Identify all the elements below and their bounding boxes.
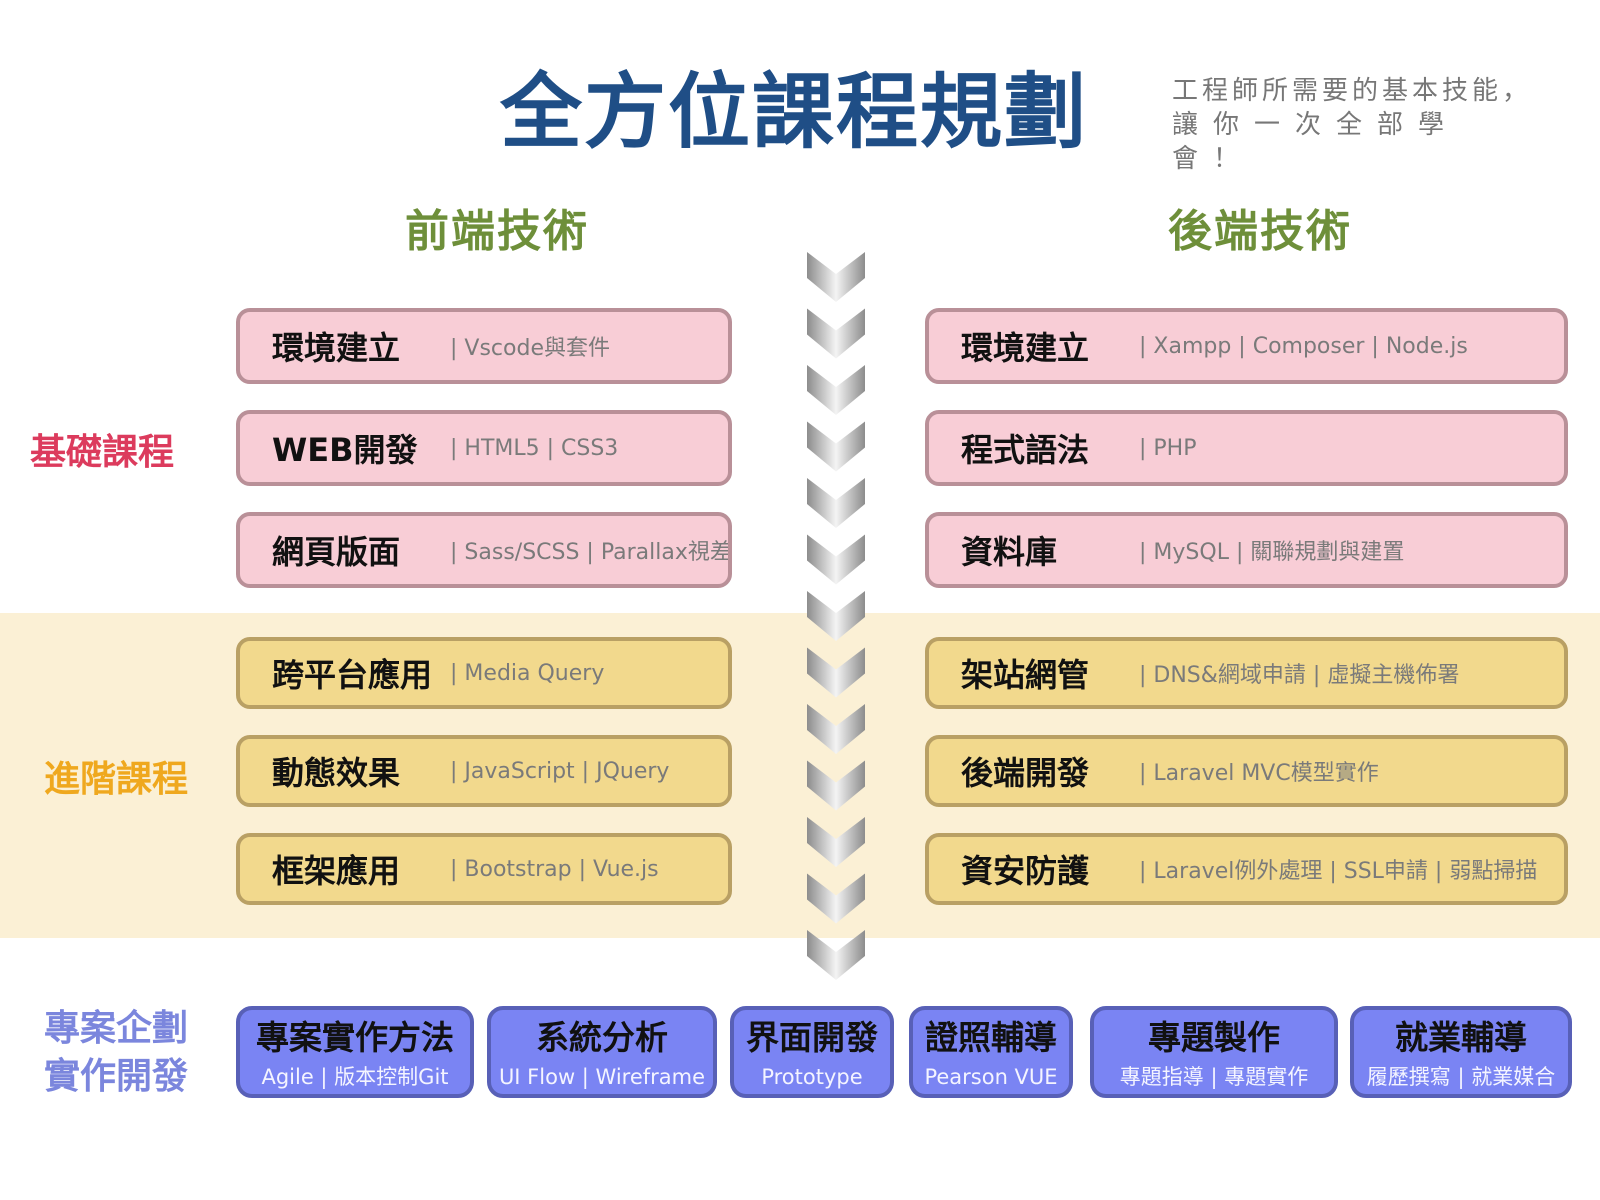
project-card-detail: UI Flow | Wireframe: [498, 1065, 706, 1089]
project-label: 專案企劃 實作開發: [44, 1005, 188, 1101]
course-name: 資安防護: [961, 852, 1090, 890]
chevron-down-icon: [807, 534, 865, 585]
course-detail: | DNS&網域申請 | 虛擬主機佈署: [1139, 663, 1460, 688]
project-card: 界面開發 Prototype: [730, 1006, 894, 1098]
subtitle-line-2: 讓你一次全部學會！: [1172, 110, 1460, 174]
backend-basic-card: 環境建立 | Xampp | Composer | Node.js: [925, 308, 1568, 384]
frontend-advanced-card: 動態效果 | JavaScript | JQuery: [236, 735, 732, 807]
frontend-heading: 前端技術: [405, 206, 589, 257]
project-card: 證照輔導 Pearson VUE: [909, 1006, 1073, 1098]
chevron-down-icon: [807, 817, 865, 867]
frontend-basic-card: 網頁版面 | Sass/SCSS | Parallax視差: [236, 512, 732, 588]
course-detail: | Sass/SCSS | Parallax視差: [450, 540, 732, 565]
course-name: 後端開發: [961, 754, 1090, 792]
backend-basic-card: 資料庫 | MySQL | 關聯規劃與建置: [925, 512, 1568, 588]
project-card: 專題製作 專題指導 | 專題實作: [1090, 1006, 1338, 1098]
chevron-down-icon: [807, 873, 865, 924]
chevron-down-icon: [807, 308, 865, 359]
course-name: 網頁版面: [272, 533, 401, 571]
page-title: 全方位課程規劃: [500, 64, 1089, 160]
backend-basic-card: 程式語法 | PHP: [925, 410, 1568, 486]
course-detail: | Laravel MVC模型實作: [1139, 761, 1379, 786]
project-card: 專案實作方法 Agile | 版本控制Git: [236, 1006, 474, 1098]
frontend-basic-card: 環境建立 | Vscode與套件: [236, 308, 732, 384]
chevron-down-icon: [807, 591, 865, 641]
course-detail: | Vscode與套件: [450, 336, 610, 361]
project-card-detail: Prototype: [761, 1065, 863, 1089]
course-name: 程式語法: [961, 431, 1090, 469]
chevron-down-icon: [807, 760, 865, 811]
backend-advanced-card: 架站網管 | DNS&網域申請 | 虛擬主機佈署: [925, 637, 1568, 709]
course-name: 環境建立: [961, 329, 1090, 367]
backend-advanced-card: 資安防護 | Laravel例外處理 | SSL申請 | 弱點掃描: [925, 833, 1568, 905]
project-label-line-2: 實作開發: [44, 1056, 189, 1097]
frontend-basic-card: WEB開發 | HTML5 | CSS3: [236, 410, 732, 486]
chevron-down-icon: [807, 930, 865, 980]
frontend-advanced-card: 框架應用 | Bootstrap | Vue.js: [236, 833, 732, 905]
course-name: 環境建立: [272, 329, 401, 367]
project-card: 就業輔導 履歷撰寫 | 就業媒合: [1350, 1006, 1572, 1098]
subtitle: 工程師所需要的基本技能， 讓你一次全部學會！: [1172, 74, 1532, 176]
flow-chevrons: [807, 252, 865, 980]
course-detail: | HTML5 | CSS3: [450, 435, 619, 461]
course-detail: | Media Query: [450, 660, 605, 686]
project-card-detail: Agile | 版本控制Git: [261, 1065, 449, 1089]
backend-advanced-card: 後端開發 | Laravel MVC模型實作: [925, 735, 1568, 807]
project-card-name: 專案實作方法: [256, 1018, 454, 1057]
chevron-down-icon: [807, 421, 865, 472]
basic-course-label: 基礎課程: [30, 432, 175, 473]
chevron-down-icon: [807, 647, 865, 698]
course-name: 架站網管: [961, 656, 1090, 694]
course-detail: | PHP: [1139, 435, 1197, 461]
project-card-detail: 專題指導 | 專題實作: [1119, 1065, 1309, 1089]
course-detail: | JavaScript | JQuery: [450, 758, 670, 784]
advanced-course-label: 進階課程: [44, 759, 189, 800]
course-name: 跨平台應用: [272, 656, 433, 694]
course-detail: | Xampp | Composer | Node.js: [1139, 333, 1468, 359]
project-label-line-1: 專案企劃: [44, 1008, 189, 1049]
frontend-advanced-card: 跨平台應用 | Media Query: [236, 637, 732, 709]
chevron-down-icon: [807, 704, 865, 754]
project-card-name: 系統分析: [536, 1018, 668, 1057]
course-name: 資料庫: [961, 533, 1058, 571]
project-card-name: 界面開發: [746, 1018, 878, 1057]
course-name: WEB開發: [272, 431, 418, 469]
subtitle-line-1: 工程師所需要的基本技能，: [1172, 76, 1533, 106]
course-name: 動態效果: [272, 754, 401, 792]
course-detail: | Laravel例外處理 | SSL申請 | 弱點掃描: [1139, 859, 1538, 884]
project-card: 系統分析 UI Flow | Wireframe: [487, 1006, 717, 1098]
course-detail: | MySQL | 關聯規劃與建置: [1139, 540, 1405, 565]
chevron-down-icon: [807, 478, 865, 528]
course-name: 框架應用: [272, 852, 401, 890]
chevron-down-icon: [807, 365, 865, 415]
project-card-detail: Pearson VUE: [924, 1065, 1058, 1089]
project-card-name: 專題製作: [1148, 1018, 1280, 1057]
chevron-down-icon: [807, 252, 865, 302]
project-card-name: 就業輔導: [1395, 1018, 1527, 1057]
course-detail: | Bootstrap | Vue.js: [450, 856, 659, 882]
project-card-detail: 履歷撰寫 | 就業媒合: [1366, 1065, 1556, 1089]
project-card-name: 證照輔導: [925, 1018, 1057, 1057]
backend-heading: 後端技術: [1168, 206, 1352, 257]
